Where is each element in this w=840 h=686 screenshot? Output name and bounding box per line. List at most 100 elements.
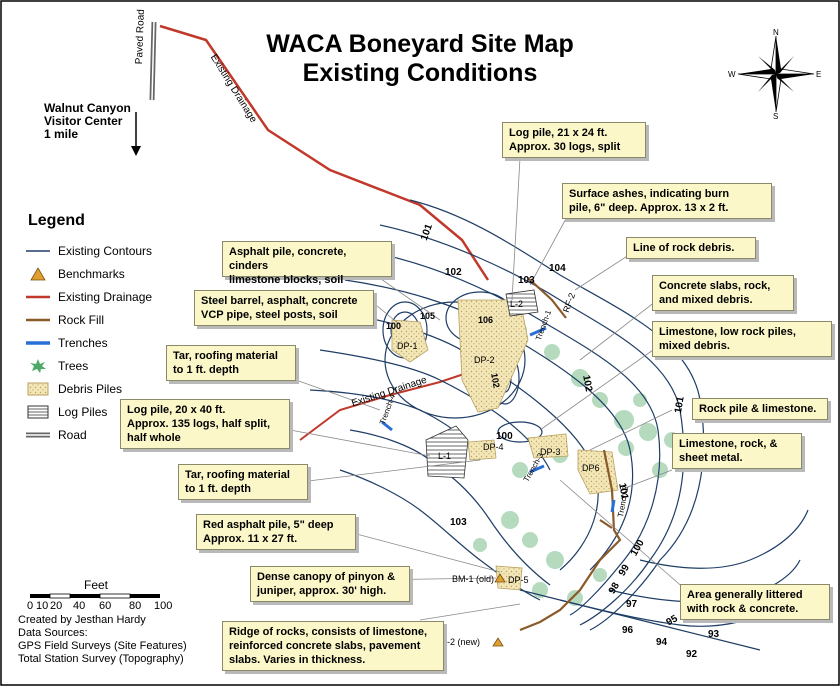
road-label: Paved Road	[133, 9, 147, 65]
legend-item-trenches: Trenches	[24, 334, 108, 352]
contour-label: 97	[626, 599, 638, 610]
title-line-1: WACA Boneyard Site Map	[266, 30, 574, 58]
trenches	[381, 326, 616, 513]
contour-label: 100	[496, 431, 513, 442]
callout-limestone-rock-metal: Limestone, rock, & sheet metal.	[672, 433, 802, 469]
contour-line-icon	[24, 243, 52, 259]
legend-label: Benchmarks	[58, 267, 125, 281]
legend-label: Debris Piles	[58, 382, 123, 396]
callout-tar-1: Tar, roofing material to 1 ft. depth	[166, 345, 296, 381]
contour-label: 102	[580, 374, 594, 393]
benchmarks	[492, 573, 506, 647]
road-line-icon	[24, 427, 52, 443]
compass-e: E	[816, 70, 822, 79]
legend-label: Rock Fill	[58, 313, 105, 327]
label-l1: L-1	[438, 451, 452, 461]
label-dp6: DP6	[582, 463, 600, 473]
callout-asphalt-pile: Asphalt pile, concrete, cinders limeston…	[222, 241, 392, 286]
legend-item-contours: Existing Contours	[24, 242, 152, 260]
contour-label: 106	[478, 315, 494, 325]
logpile-swatch-icon	[24, 404, 52, 420]
drainage-line-icon	[24, 289, 52, 305]
callout-log-pile-1: Log pile, 21 x 24 ft. Approx. 30 logs, s…	[502, 122, 646, 158]
title-line-2: Existing Conditions	[302, 59, 538, 87]
callout-log-pile-2: Log pile, 20 x 40 ft. Approx. 135 logs, …	[120, 399, 290, 449]
label-bm1: BM-1 (old)	[452, 574, 495, 584]
scale-tick: 100	[154, 600, 173, 612]
scale-tick: 40	[73, 600, 86, 612]
legend-label: Existing Contours	[58, 244, 153, 258]
legend-item-trees: Trees	[24, 357, 88, 375]
map-title: WACA Boneyard Site Map Existing Conditio…	[200, 30, 640, 88]
contour-label: 103	[518, 275, 535, 286]
callout-leaders	[289, 157, 687, 621]
tree-icon	[24, 358, 52, 374]
triangle-icon	[24, 266, 52, 282]
contour-label: 103	[450, 517, 467, 528]
compass-s: S	[773, 112, 779, 121]
legend-item-road: Road	[24, 426, 87, 444]
callout-limestone-low: Limestone, low rock piles, mixed debris.	[652, 321, 832, 357]
trench-line-icon	[24, 335, 52, 351]
scale-title: Feet	[84, 578, 109, 592]
scale-bar	[30, 593, 160, 599]
legend-label: Trenches	[58, 336, 108, 350]
rockfill-line-icon	[24, 312, 52, 328]
contour-label: 101	[616, 482, 630, 501]
label-dp4: DP-4	[483, 442, 504, 452]
legend-title: Legend	[28, 212, 85, 229]
contour-label: 96	[622, 625, 634, 636]
compass-n: N	[773, 28, 779, 37]
legend-item-drainage: Existing Drainage	[24, 288, 152, 306]
contour-label: 105	[420, 311, 436, 321]
north-arrow-icon	[737, 35, 815, 113]
scale-tick: 10	[36, 600, 49, 612]
callout-rock-pile: Rock pile & limestone.	[692, 398, 828, 420]
legend-label: Log Piles	[58, 405, 108, 419]
callout-red-asphalt: Red asphalt pile, 5" deep Approx. 11 x 2…	[196, 514, 356, 550]
label-dp3: DP-3	[540, 447, 561, 457]
credits: Created by Jesthan Hardy Data Sources: G…	[18, 614, 187, 665]
scale-tick: 60	[99, 600, 112, 612]
debris-swatch-icon	[24, 381, 52, 397]
label-bm2: -2 (new)	[447, 637, 481, 647]
label-dp2: DP-2	[474, 355, 495, 365]
existing-drainage-lower	[299, 371, 471, 441]
legend-label: Road	[58, 428, 87, 442]
legend-item-benchmarks: Benchmarks	[24, 265, 125, 283]
label-dp1: DP-1	[397, 341, 418, 351]
contour-label: 100	[386, 321, 402, 331]
legend-item-logpiles: Log Piles	[24, 403, 107, 421]
contour-label: 104	[549, 263, 566, 274]
scale-tick: 0	[27, 600, 34, 612]
callout-steel-barrel: Steel barrel, asphalt, concrete VCP pipe…	[194, 290, 374, 326]
contour-label: 94	[656, 637, 668, 648]
callout-dense-canopy: Dense canopy of pinyon & juniper, approx…	[250, 566, 410, 602]
callout-ridge-rocks: Ridge of rocks, consists of limestone, r…	[222, 621, 444, 671]
compass-w: W	[728, 70, 736, 79]
paved-road	[149, 21, 157, 101]
callout-rock-debris-line: Line of rock debris.	[626, 237, 756, 259]
callout-surface-ashes: Surface ashes, indicating burn pile, 6" …	[562, 183, 772, 219]
contour-label: 102	[489, 372, 502, 389]
scale-tick: 80	[129, 600, 142, 612]
legend-label: Trees	[58, 359, 89, 373]
label-l2: L-2	[510, 299, 524, 309]
callout-tar-2: Tar, roofing material to 1 ft. depth	[178, 464, 308, 500]
callout-area-littered: Area generally littered with rock & conc…	[680, 584, 830, 620]
contour-label: 93	[708, 629, 720, 640]
legend-label: Existing Drainage	[58, 290, 153, 304]
legend-item-debris: Debris Piles	[24, 380, 122, 398]
label-dp5: DP-5	[508, 575, 529, 585]
contour-label: 102	[445, 267, 462, 278]
callout-concrete-slabs: Concrete slabs, rock, and mixed debris.	[652, 275, 794, 311]
contour-label: 92	[686, 649, 698, 660]
scale-tick: 20	[50, 600, 63, 612]
existing-drainage-line	[159, 24, 490, 281]
legend-item-rockfill: Rock Fill	[24, 311, 104, 329]
visitor-center-label: Walnut Canyon Visitor Center 1 mile	[44, 101, 131, 141]
visitor-center-arrow	[131, 112, 141, 156]
